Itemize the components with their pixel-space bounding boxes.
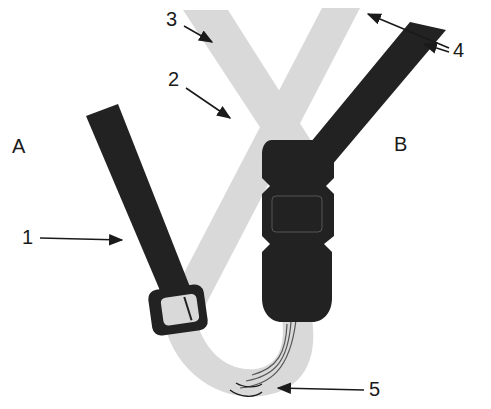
- stitching: [240, 320, 296, 388]
- callout-number: 3: [166, 8, 177, 31]
- callout-number: 5: [369, 378, 380, 401]
- side-release-buckle: [262, 140, 334, 322]
- side-letter: A: [12, 135, 25, 158]
- stitching: [246, 322, 291, 381]
- leader-line: [368, 14, 449, 48]
- dark-strap: [86, 104, 192, 300]
- leader-line: [186, 88, 230, 118]
- leader-line: [278, 388, 364, 390]
- leader-line: [424, 44, 449, 52]
- side-letter: B: [394, 133, 407, 156]
- callout-number: 1: [22, 226, 33, 249]
- callout-number: 4: [453, 39, 464, 62]
- fold-mark: [230, 390, 262, 396]
- slide-buckle: [147, 283, 209, 336]
- leader-line: [40, 238, 122, 240]
- stitching: [252, 324, 287, 375]
- fold-mark: [236, 383, 262, 387]
- buckle-detail: [272, 196, 322, 232]
- callout-number: 2: [168, 68, 179, 91]
- leader-line: [184, 26, 212, 42]
